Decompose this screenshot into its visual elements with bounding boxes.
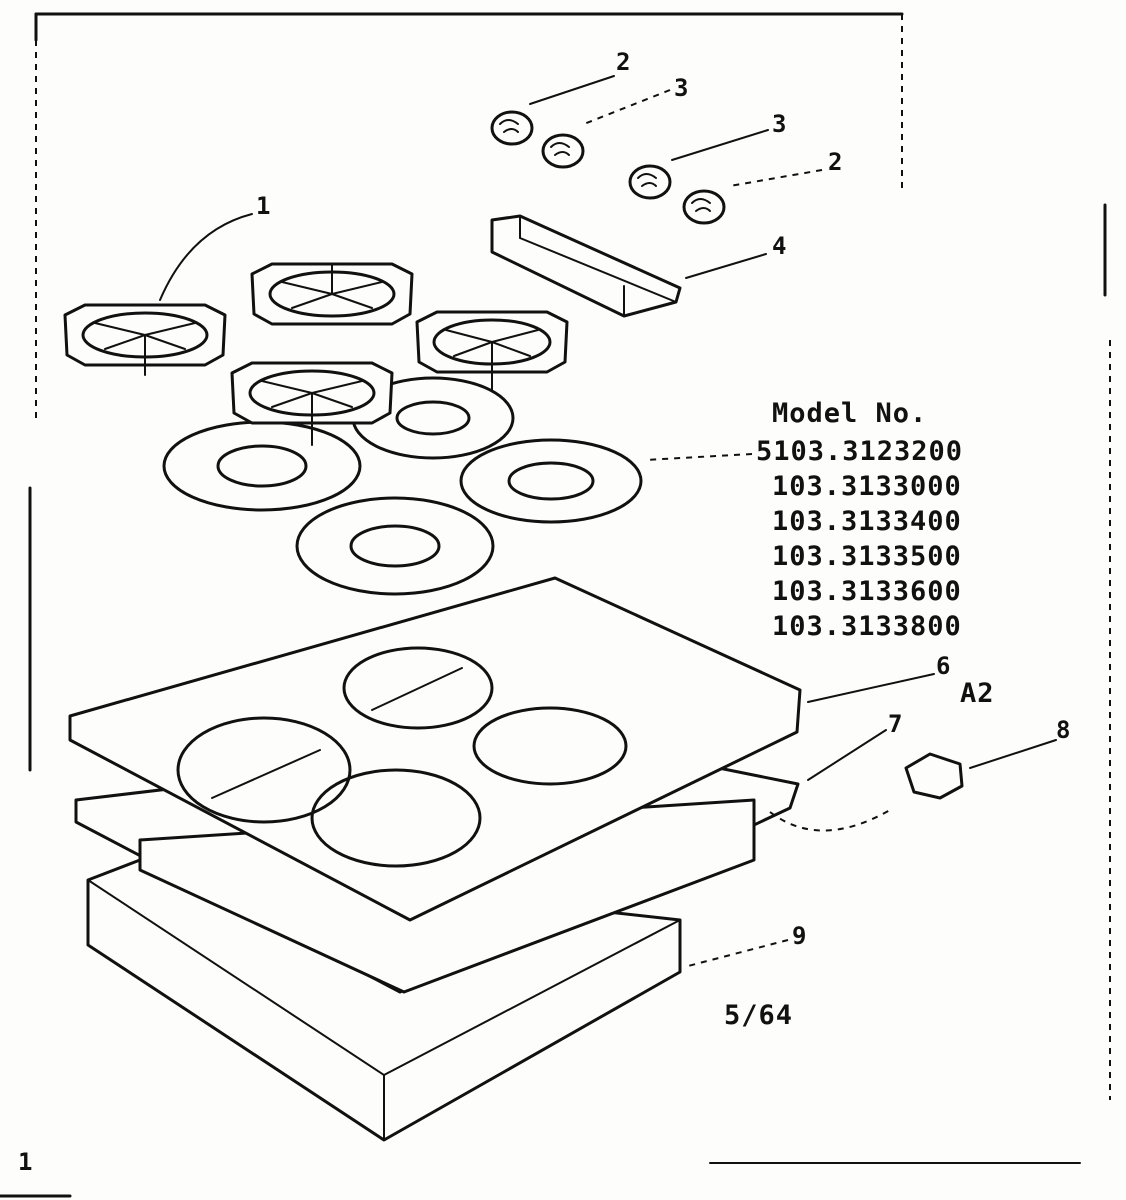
model-heading: Model No.: [772, 398, 927, 429]
model-number-1: 5103.3123200: [756, 436, 963, 467]
drip-pan-left: [162, 420, 362, 512]
burner-grate-4: [230, 361, 394, 446]
model-number-2: 103.3133000: [772, 471, 962, 502]
callout-2a: 2: [616, 48, 630, 76]
burner-knob-group: [490, 110, 726, 225]
model-number-6: 103.3133800: [772, 611, 962, 642]
drip-pan-front: [295, 496, 495, 596]
burner-grate-3: [415, 310, 569, 393]
model-number-3: 103.3133400: [772, 506, 962, 537]
clip-part: [769, 752, 964, 832]
model-number-4: 103.3133500: [772, 541, 962, 572]
model-number-5: 103.3133600: [772, 576, 962, 607]
callout-3b: 3: [772, 110, 786, 138]
knob-4: [682, 189, 726, 225]
drip-pan-back: [351, 376, 515, 460]
callout-3a: 3: [674, 74, 688, 102]
callout-2b: 2: [828, 148, 842, 176]
page-number: 1: [18, 1148, 32, 1176]
burner-grate-1: [63, 303, 227, 376]
knob-2: [541, 133, 585, 169]
page-frame: [0, 12, 1111, 1198]
knob-1: [490, 110, 534, 146]
callout-6: 6: [936, 652, 950, 680]
burner-grate-2: [250, 262, 414, 326]
callout-4: 4: [772, 232, 786, 260]
knob-3: [628, 164, 672, 200]
cooktop-top: [68, 576, 802, 922]
control-panel-part: [490, 214, 682, 318]
leader-lines: [159, 75, 1057, 967]
callout-8: 8: [1056, 716, 1070, 744]
drip-pan-right: [459, 438, 643, 524]
callout-9: 9: [792, 922, 806, 950]
date-code: 5/64: [724, 1000, 793, 1031]
callout-1: 1: [256, 192, 270, 220]
callout-7: 7: [888, 710, 902, 738]
model-suffix: A2: [960, 678, 995, 709]
